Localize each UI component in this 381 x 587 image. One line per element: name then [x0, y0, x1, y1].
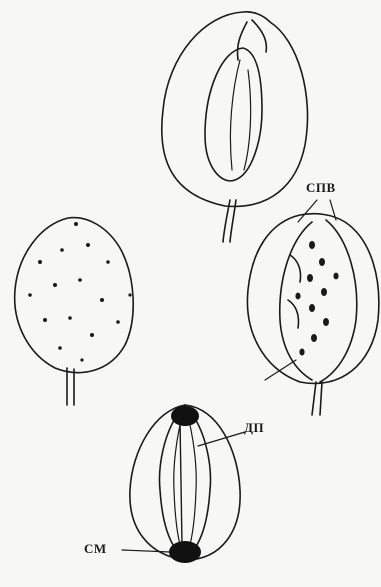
label-sm: СМ — [84, 541, 107, 557]
label-dp: ДП — [244, 420, 264, 436]
open-fruit-illustration — [247, 214, 378, 415]
label-spv: СПВ — [306, 180, 336, 196]
whole-fruit-illustration — [15, 218, 134, 405]
leader-lines — [122, 200, 336, 552]
ribbed-fruit-illustration — [130, 405, 240, 563]
split-fruit-illustration — [162, 12, 308, 242]
